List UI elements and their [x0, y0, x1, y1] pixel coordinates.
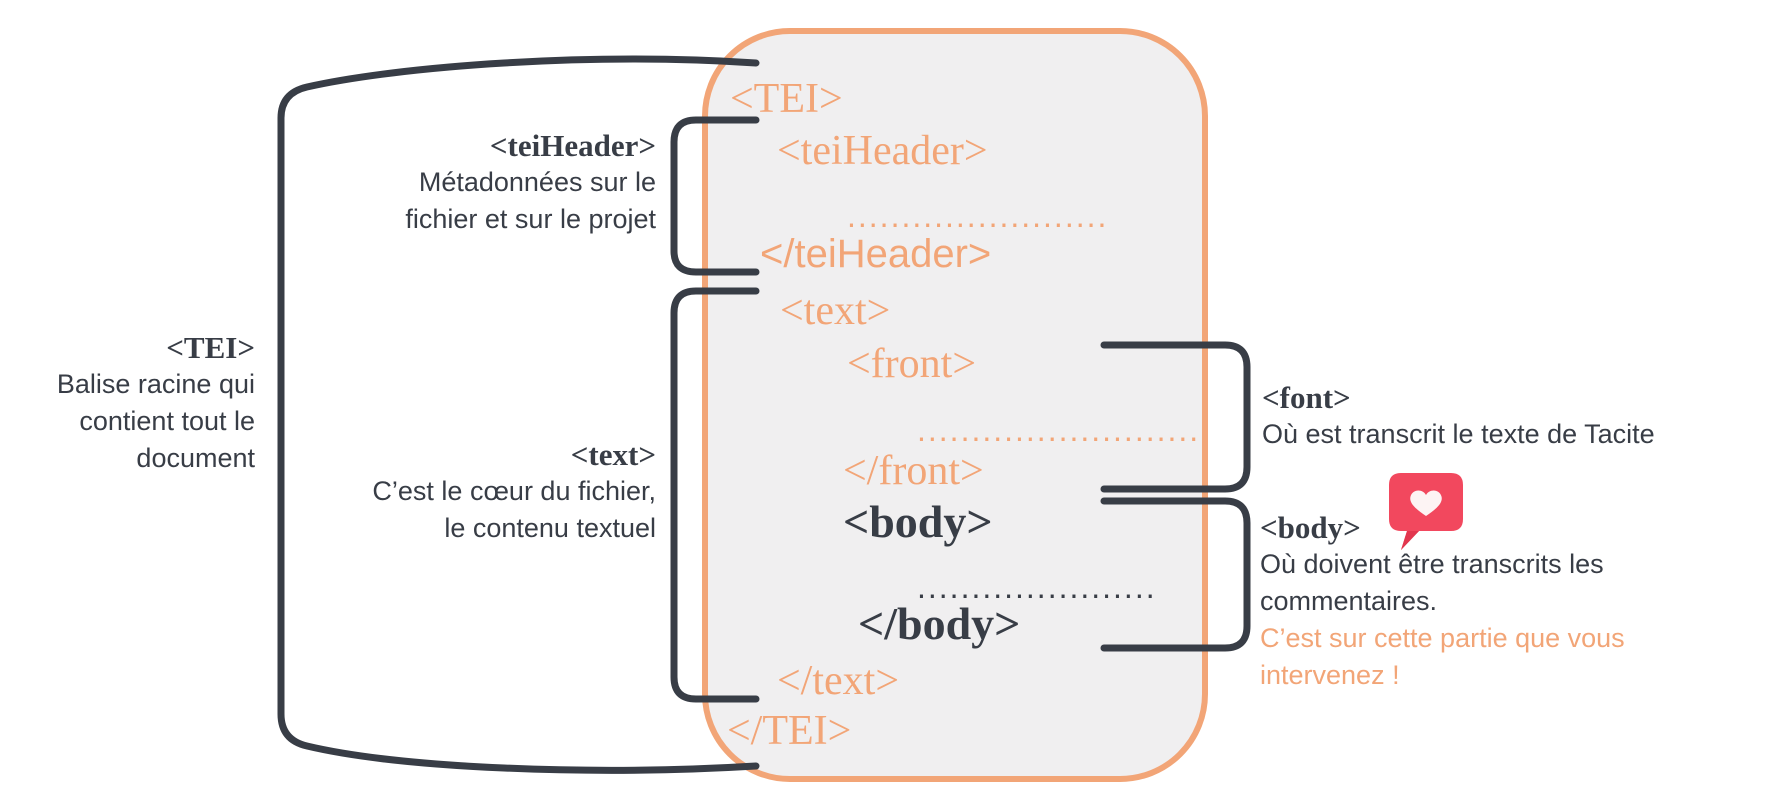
heart-in-speech-bubble-icon — [1389, 473, 1463, 550]
body-desc-line: Où doivent être transcrits les — [1260, 549, 1604, 579]
teiheader-desc-line: fichier et sur le projet — [405, 204, 656, 234]
tei-desc-line: document — [136, 443, 255, 473]
tag-text-open: <text> — [780, 288, 891, 334]
tag-teiheader-close: </teiHeader> — [760, 232, 992, 276]
tei-tag-label: <TEI> — [166, 330, 255, 365]
body-highlight-line: C’est sur cette partie que vous — [1260, 623, 1625, 653]
label-tei: <TEI> Balise racine qui contient tout le… — [57, 330, 255, 477]
tag-text-close: </text> — [777, 658, 900, 704]
tag-teiheader-open: <teiHeader> — [777, 128, 988, 174]
tei-desc-line: Balise racine qui — [56, 369, 255, 399]
font-desc-line: Où est transcrit le texte de Tacite — [1262, 419, 1655, 449]
front-content-dots: .......................... — [917, 412, 1201, 448]
tag-body-open: <body> — [843, 496, 993, 547]
tag-front-close: </front> — [843, 448, 984, 494]
tei-xml-box: <TEI> <teiHeader> ......................… — [702, 28, 1208, 782]
body-tag-label: <body> — [1260, 510, 1361, 545]
body-highlight-line: intervenez ! — [1260, 660, 1400, 690]
label-font: <font> Où est transcrit le texte de Taci… — [1262, 380, 1655, 453]
label-text: <text> C’est le cœur du fichier, le cont… — [372, 437, 656, 547]
body-desc-line: commentaires. — [1260, 586, 1438, 616]
text-desc-line: C’est le cœur du fichier, — [372, 476, 656, 506]
tag-tei-open: <TEI> — [730, 76, 843, 122]
label-teiheader: <teiHeader> Métadonnées sur le fichier e… — [405, 128, 656, 238]
teiheader-tag-label: <teiHeader> — [489, 128, 656, 163]
text-tag-label: <text> — [570, 437, 656, 472]
tag-body-close: </body> — [858, 598, 1021, 649]
font-tag-label: <font> — [1262, 380, 1351, 415]
tag-tei-close: </TEI> — [727, 708, 852, 754]
teiheader-content-dots: ........................ — [847, 198, 1109, 234]
label-body: <body> Où doivent être transcrits les co… — [1260, 510, 1625, 694]
tei-desc-line: contient tout le — [79, 406, 255, 436]
text-desc-line: le contenu textuel — [444, 513, 656, 543]
tag-front-open: <front> — [847, 341, 977, 387]
teiheader-desc-line: Métadonnées sur le — [418, 167, 656, 197]
